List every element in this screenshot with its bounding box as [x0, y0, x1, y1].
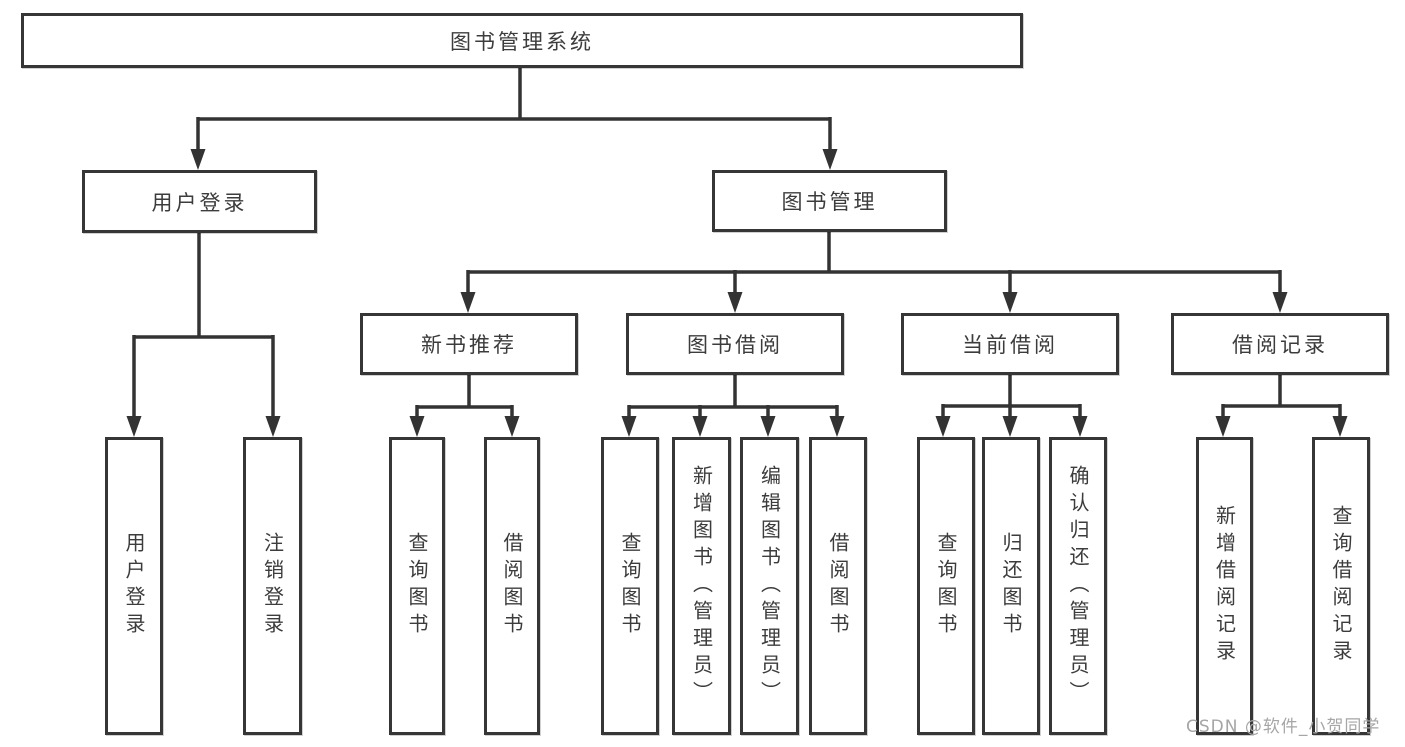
node-user-login-label: 用户登录: [151, 190, 248, 215]
node-new-book-recommend-label: 新书推荐: [421, 333, 517, 357]
leaf-logout: 注销登录: [243, 437, 302, 735]
node-current-borrow: 当前借阅: [901, 313, 1119, 375]
leaf-add-book-admin: 新增图书（管理员）: [672, 437, 731, 735]
leaf-borrow-books-recommend-label: 借阅图书: [500, 532, 524, 640]
node-library-system: 图书管理系统: [21, 13, 1023, 68]
node-book-management-label: 图书管理: [781, 190, 878, 214]
leaf-query-books-current-label: 查询图书: [934, 532, 958, 640]
leaf-edit-book-admin: 编辑图书（管理员）: [740, 437, 799, 735]
leaf-borrow-books: 借阅图书: [809, 437, 867, 735]
leaf-query-borrow-record: 查询借阅记录: [1312, 437, 1370, 735]
leaf-user-login: 用户登录: [105, 437, 163, 735]
leaf-query-books-borrow: 查询图书: [601, 437, 659, 735]
leaf-return-book: 归还图书: [982, 437, 1040, 735]
leaf-borrow-books-label: 借阅图书: [826, 532, 850, 640]
leaf-confirm-return-admin: 确认归还（管理员）: [1049, 437, 1107, 735]
watermark-csdn: CSDN @软件_小贺同学: [1186, 717, 1381, 737]
node-borrow-records: 借阅记录: [1171, 313, 1389, 375]
node-library-system-label: 图书管理系统: [450, 29, 594, 54]
leaf-confirm-return-admin-label: 确认归还（管理员）: [1066, 464, 1090, 708]
leaf-borrow-books-recommend: 借阅图书: [484, 437, 540, 735]
leaf-add-borrow-record-label: 新增借阅记录: [1212, 505, 1237, 667]
leaf-add-book-admin-label: 新增图书（管理员）: [689, 464, 714, 708]
node-book-borrow: 图书借阅: [626, 313, 844, 375]
leaf-query-books-borrow-label: 查询图书: [618, 532, 642, 640]
node-current-borrow-label: 当前借阅: [962, 333, 1058, 357]
leaf-return-book-label: 归还图书: [999, 532, 1023, 640]
leaf-query-books-current: 查询图书: [917, 437, 975, 735]
node-new-book-recommend: 新书推荐: [360, 313, 578, 375]
leaf-edit-book-admin-label: 编辑图书（管理员）: [757, 464, 782, 708]
leaf-query-borrow-record-label: 查询借阅记录: [1329, 505, 1353, 667]
arrowheads: [126, 149, 1348, 437]
leaf-query-books-recommend-label: 查询图书: [405, 532, 429, 640]
node-user-login: 用户登录: [82, 170, 317, 233]
leaf-query-books-recommend: 查询图书: [389, 437, 445, 735]
leaf-logout-label: 注销登录: [260, 532, 285, 640]
node-book-borrow-label: 图书借阅: [687, 333, 783, 357]
node-borrow-records-label: 借阅记录: [1232, 333, 1328, 357]
leaf-add-borrow-record: 新增借阅记录: [1196, 437, 1253, 735]
leaf-user-login-label: 用户登录: [122, 532, 146, 640]
node-book-management: 图书管理: [712, 170, 947, 232]
